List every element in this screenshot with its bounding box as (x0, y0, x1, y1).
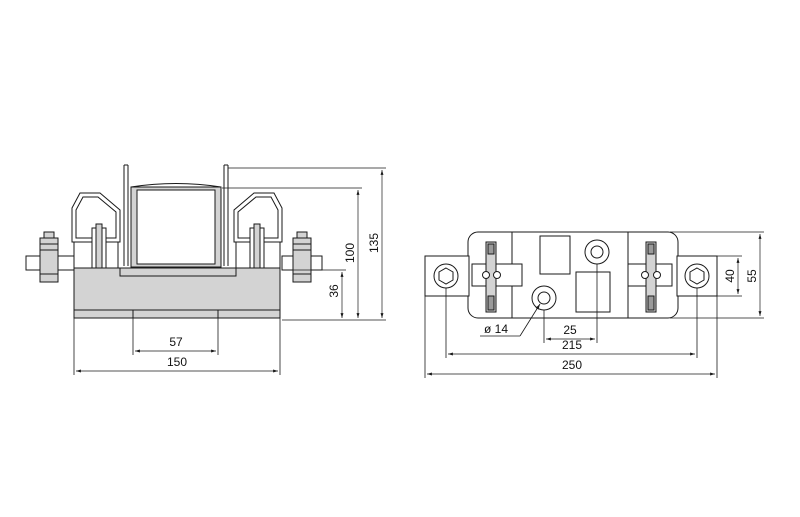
dim-135-label: 135 (367, 233, 381, 253)
dim-250-label: 250 (562, 358, 582, 372)
right-clip-top (627, 241, 673, 313)
dim-100-label: 100 (343, 243, 357, 263)
center-recess-upper (539, 235, 571, 275)
left-clip-top (471, 241, 523, 313)
dim-57-label: 57 (169, 335, 183, 349)
dim-215-label: 215 (562, 338, 582, 352)
dim-25-label: 25 (563, 323, 577, 337)
center-recess-lower (575, 271, 611, 313)
side-view: 135 100 36 57 150 (25, 164, 386, 375)
right-contact-clip (233, 192, 283, 269)
dim-hole-diameter-label: ø 14 (484, 322, 508, 336)
dim-36-label: 36 (327, 284, 341, 298)
dim-40-label: 40 (723, 269, 737, 283)
left-terminal-tab (424, 255, 470, 297)
dim-150-label: 150 (167, 355, 187, 369)
dim-55-label: 55 (745, 269, 759, 283)
left-contact-clip (71, 192, 121, 269)
right-terminal-bolt (281, 231, 323, 283)
left-terminal-bolt (25, 231, 75, 283)
top-view: ø 14 25 215 250 40 55 (424, 231, 764, 378)
